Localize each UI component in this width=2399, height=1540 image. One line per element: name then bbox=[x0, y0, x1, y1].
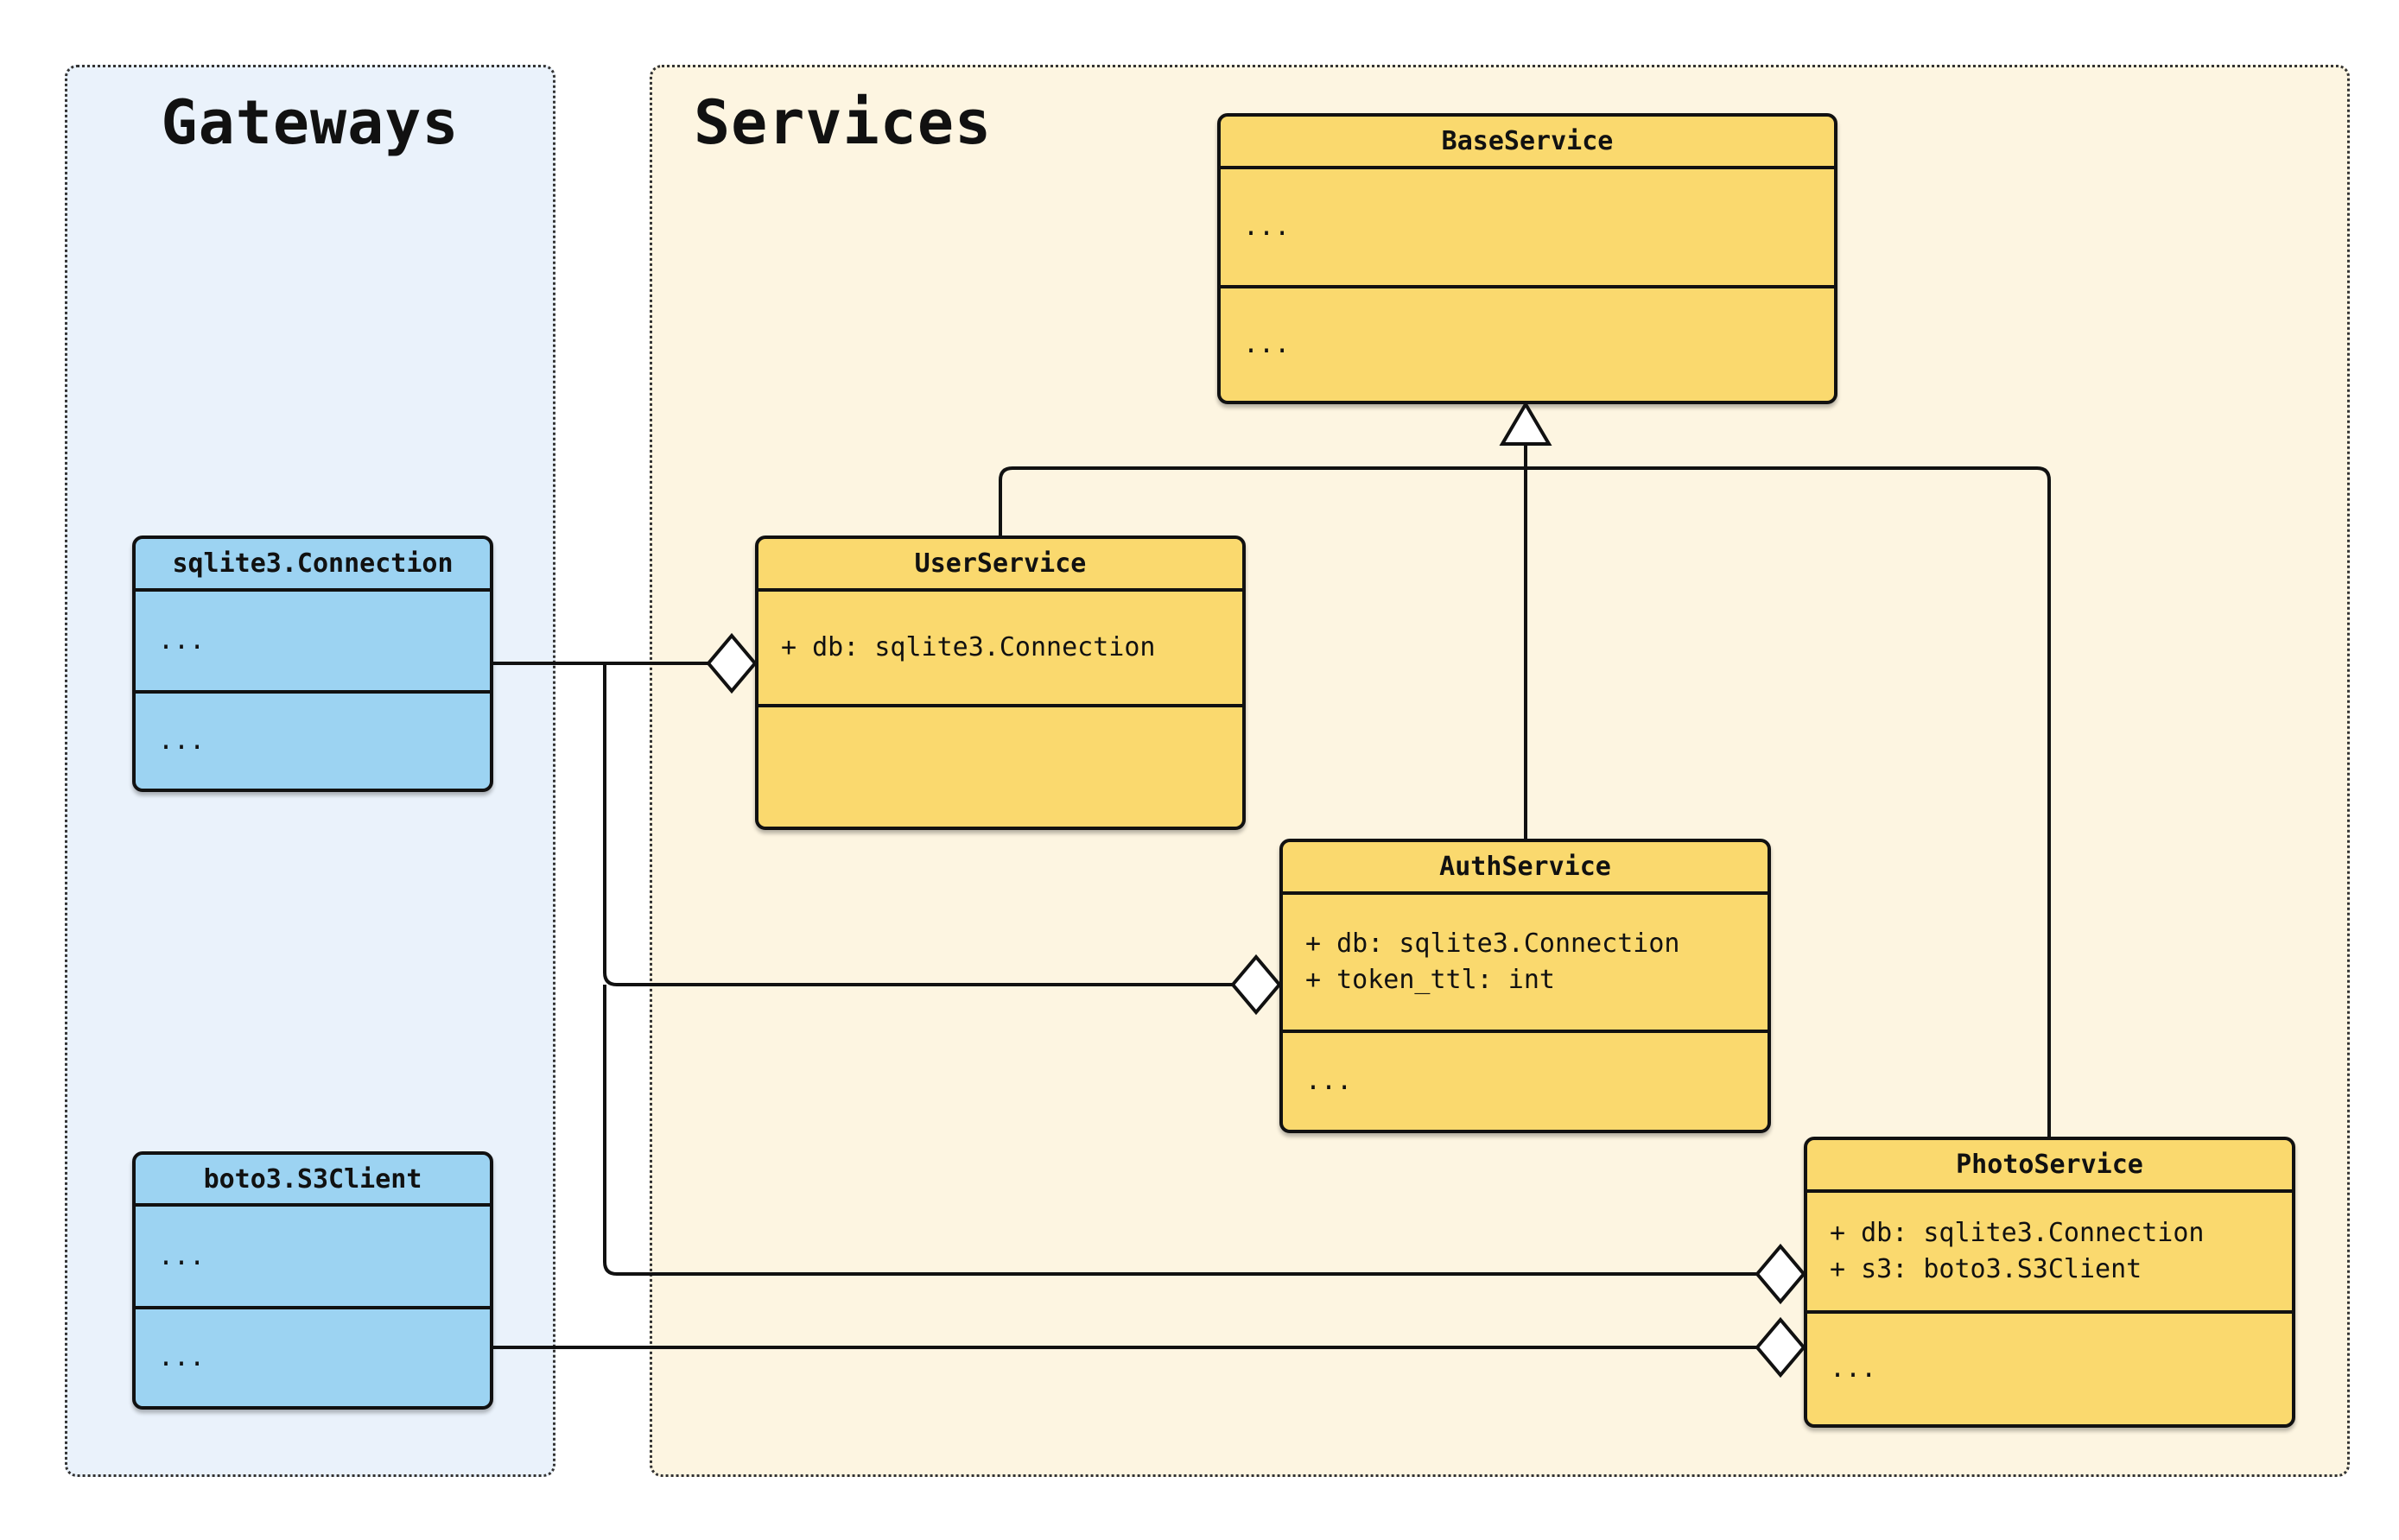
class-baseservice[interactable]: BaseService ... ... bbox=[1217, 113, 1837, 404]
attribute-line: + token_ttl: int bbox=[1305, 965, 1555, 995]
methods-compartment: ... bbox=[1221, 285, 1834, 401]
methods-compartment: ... bbox=[136, 690, 490, 789]
class-sqlite3-connection[interactable]: sqlite3.Connection ... ... bbox=[132, 536, 493, 792]
class-authservice[interactable]: AuthService + db: sqlite3.Connection + t… bbox=[1279, 839, 1771, 1133]
method-line: ... bbox=[1243, 329, 1291, 359]
class-userservice[interactable]: UserService + db: sqlite3.Connection bbox=[755, 536, 1246, 830]
class-title: sqlite3.Connection bbox=[172, 548, 454, 579]
class-title: AuthService bbox=[1439, 852, 1611, 882]
attributes-compartment: + db: sqlite3.Connection bbox=[758, 588, 1242, 704]
attributes-compartment: ... bbox=[136, 588, 490, 690]
methods-compartment: ... bbox=[1807, 1310, 2292, 1424]
method-line: ... bbox=[158, 726, 206, 756]
class-title: PhotoService bbox=[1956, 1150, 2143, 1180]
attribute-line: ... bbox=[1243, 212, 1291, 242]
class-title: BaseService bbox=[1441, 126, 1614, 156]
method-line: ... bbox=[1830, 1353, 1877, 1384]
container-gateways-title: Gateways bbox=[161, 87, 460, 158]
class-title: boto3.S3Client bbox=[203, 1163, 422, 1195]
attribute-line: + db: sqlite3.Connection bbox=[1830, 1218, 2205, 1248]
method-line: ... bbox=[1305, 1066, 1353, 1096]
attribute-line: + db: sqlite3.Connection bbox=[1305, 928, 1680, 959]
attribute-line: ... bbox=[158, 1240, 206, 1271]
container-services-title: Services bbox=[694, 87, 993, 158]
class-title: UserService bbox=[914, 548, 1087, 579]
class-photoservice[interactable]: PhotoService + db: sqlite3.Connection + … bbox=[1804, 1137, 2295, 1428]
attribute-line: ... bbox=[158, 625, 206, 656]
methods-compartment: ... bbox=[136, 1306, 490, 1406]
attribute-line: + db: sqlite3.Connection bbox=[781, 632, 1156, 662]
method-line: ... bbox=[158, 1342, 206, 1372]
attribute-line: + s3: boto3.S3Client bbox=[1830, 1254, 2142, 1284]
attributes-compartment: + db: sqlite3.Connection + s3: boto3.S3C… bbox=[1807, 1189, 2292, 1310]
attributes-compartment: ... bbox=[136, 1203, 490, 1306]
attributes-compartment: + db: sqlite3.Connection + token_ttl: in… bbox=[1283, 891, 1768, 1030]
class-boto3-s3client[interactable]: boto3.S3Client ... ... bbox=[132, 1151, 493, 1410]
methods-compartment bbox=[758, 704, 1242, 827]
methods-compartment: ... bbox=[1283, 1030, 1768, 1130]
attributes-compartment: ... bbox=[1221, 166, 1834, 285]
